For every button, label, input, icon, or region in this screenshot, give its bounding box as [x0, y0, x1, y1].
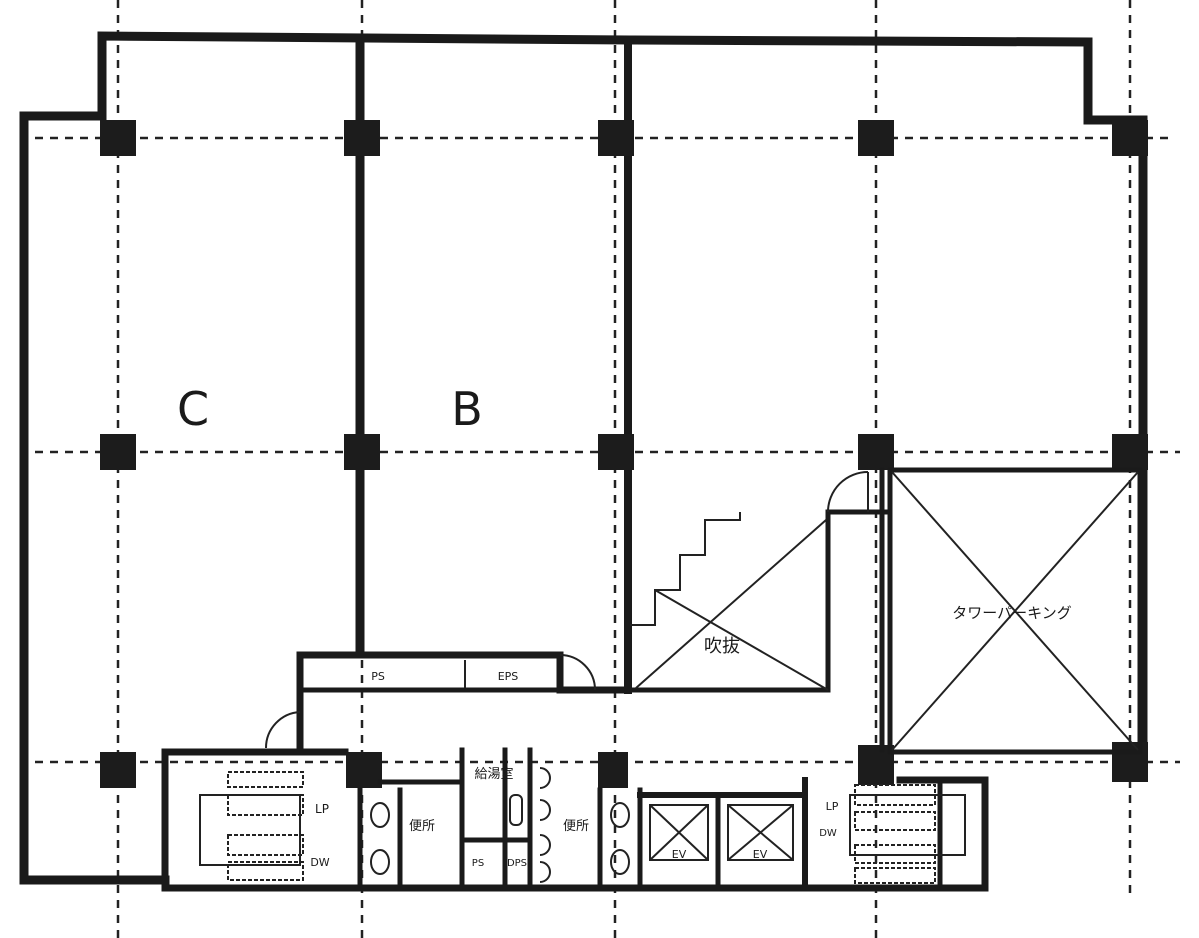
- dw-label-left: DW: [310, 856, 329, 869]
- lp-label-right: LP: [826, 800, 839, 813]
- ps-label: PS: [371, 670, 385, 683]
- void-stair: [627, 471, 891, 693]
- void-label: 吹抜: [704, 636, 740, 657]
- eps-label: EPS: [498, 670, 519, 683]
- core: [161, 651, 989, 892]
- ev-label-1: EV: [672, 848, 687, 861]
- dps-label: DPS: [507, 858, 527, 869]
- dw-label-right: DW: [819, 828, 837, 839]
- toilet-fixtures: [370, 767, 630, 883]
- room-label-b: B: [451, 382, 483, 436]
- toilet-label-1: 便所: [409, 819, 435, 834]
- tower-parking: [879, 467, 1143, 755]
- kitchenette-label: 給湯室: [474, 766, 513, 782]
- room-label-c: C: [177, 382, 209, 436]
- tower-parking-label: タワーパーキング: [952, 604, 1071, 622]
- toilet-label-2: 便所: [563, 819, 589, 834]
- lp-label-left: LP: [315, 802, 329, 816]
- ps-core-label: PS: [472, 858, 484, 869]
- stair-treads: [227, 771, 936, 884]
- ev-label-2: EV: [753, 848, 768, 861]
- columns: [100, 120, 1148, 788]
